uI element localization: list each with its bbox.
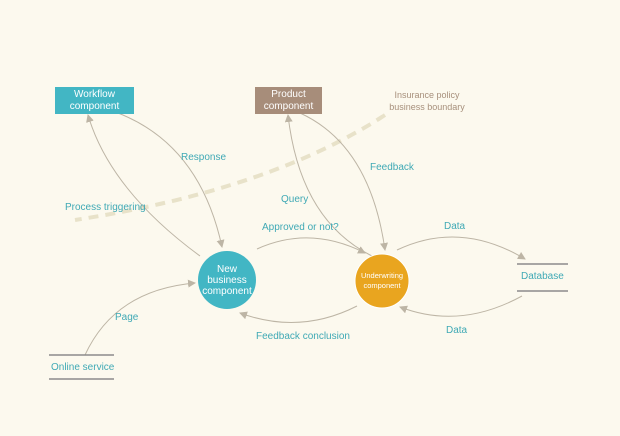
product-component-label: Product component [263,89,314,112]
edge-page [84,279,196,356]
edge-response [117,112,225,248]
edge-data-out [396,236,526,260]
edge-data-in [399,295,523,317]
label-feedback: Feedback [370,162,414,173]
workflow-component-box[interactable]: Workflow component [55,87,134,114]
underwriting-text: Underwriting component [353,254,411,308]
label-response: Response [181,152,227,163]
new-business-label: New business component [202,263,252,297]
label-feedback-conclusion: Feedback conclusion [256,331,350,342]
edge-approved [256,237,366,254]
new-business-text: New business component [198,251,256,309]
edge-feedback-conclusion [239,305,358,323]
workflow-component-label: Workflow component [69,89,120,112]
label-page: Page [115,312,139,323]
label-process-triggering: Process triggering [65,202,146,213]
boundary-label: Insurance policy business boundary [389,90,465,112]
label-data-out: Data [444,221,466,232]
underwriting-node[interactable] [354,253,410,309]
label-data-in: Data [446,325,468,336]
edge-feedback [299,112,388,251]
edge-query [284,114,373,257]
product-component-box[interactable]: Product component [255,87,322,114]
edge-process-triggering [86,114,201,257]
underwriting-label: Underwriting component [360,271,404,290]
online-service-label: Online service [51,362,115,373]
database-label: Database [521,271,564,282]
business-boundary-line [74,113,387,222]
new-business-node[interactable] [198,251,256,309]
label-query: Query [281,194,309,205]
label-approved: Approved or not? [262,222,339,233]
